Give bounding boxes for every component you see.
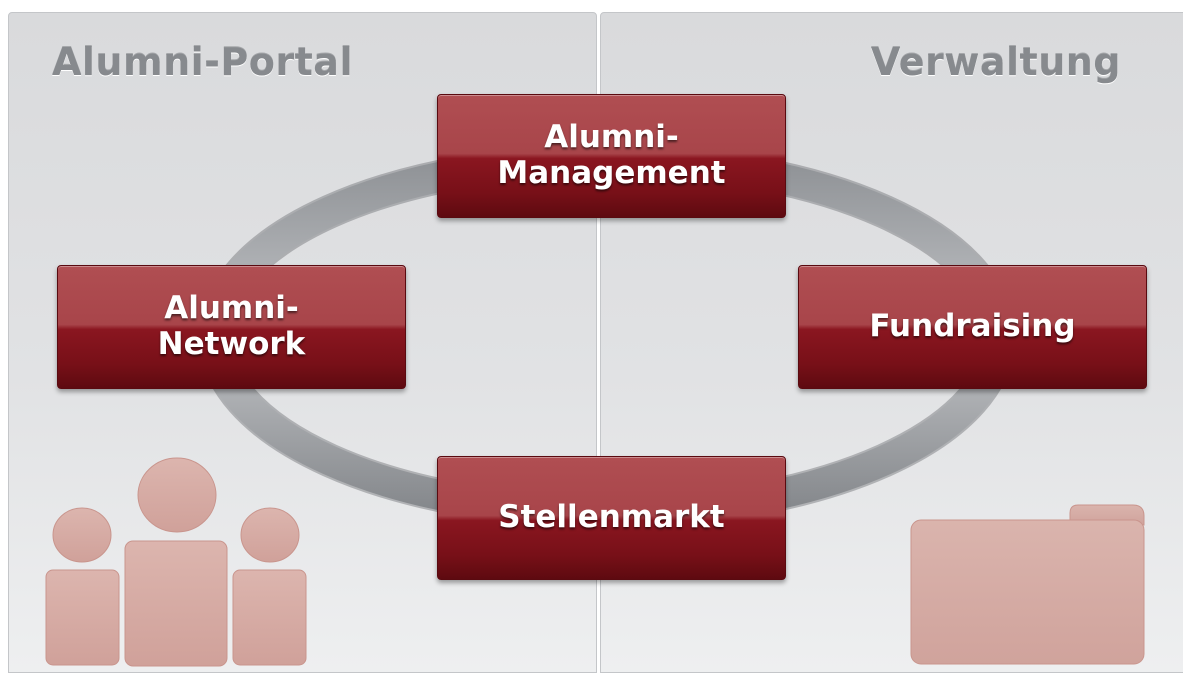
alumni-network-box[interactable]: Alumni- Network xyxy=(57,265,406,389)
alumni-management-box[interactable]: Alumni- Management xyxy=(437,94,786,218)
alumni-network-line1: Alumni- xyxy=(164,290,299,327)
stellenmarkt-box[interactable]: Stellenmarkt xyxy=(437,456,786,580)
fundraising-label: Fundraising xyxy=(869,308,1076,345)
fundraising-box[interactable]: Fundraising xyxy=(798,265,1147,389)
verwaltung-title: Verwaltung xyxy=(870,40,1121,84)
alumni-management-line1: Alumni- xyxy=(544,119,679,156)
stellenmarkt-label: Stellenmarkt xyxy=(498,499,725,536)
folder-icon xyxy=(910,504,1145,665)
alumni-management-line2: Management xyxy=(497,155,726,191)
alumni-network-line2: Network xyxy=(157,326,306,362)
alumni-portal-title: Alumni-Portal xyxy=(52,40,353,84)
people-group-icon xyxy=(45,457,307,667)
